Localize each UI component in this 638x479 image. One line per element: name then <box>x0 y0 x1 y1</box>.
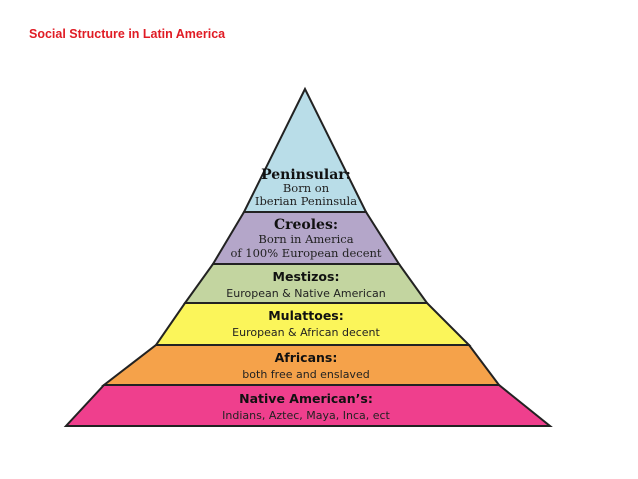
tier-peninsular-title: Peninsular: <box>261 167 351 183</box>
tier-mestizos-line-1: European & Native American <box>226 287 385 300</box>
tier-native-title: Native American’s: <box>239 391 373 406</box>
tier-native-band <box>63 384 553 427</box>
tier-native-line-1: Indians, Aztec, Maya, Inca, ect <box>222 409 390 422</box>
tier-africans-line-1: both free and enslaved <box>242 368 369 381</box>
tier-mulattoes-title: Mulattoes: <box>268 308 344 323</box>
page-title: Social Structure in Latin America <box>29 27 226 41</box>
tier-creoles-line-1: Born in America <box>258 232 353 246</box>
tier-africans-title: Africans: <box>275 350 338 365</box>
tier-mestizos-title: Mestizos: <box>273 269 340 284</box>
tier-creoles-title: Creoles: <box>274 217 338 233</box>
tier-peninsular-line-2: Iberian Peninsula <box>255 194 357 208</box>
tier-mulattoes-line-1: European & African decent <box>232 326 380 339</box>
tier-creoles-line-2: of 100% European decent <box>230 246 381 260</box>
tier-peninsular-line-1: Born on <box>283 181 330 195</box>
